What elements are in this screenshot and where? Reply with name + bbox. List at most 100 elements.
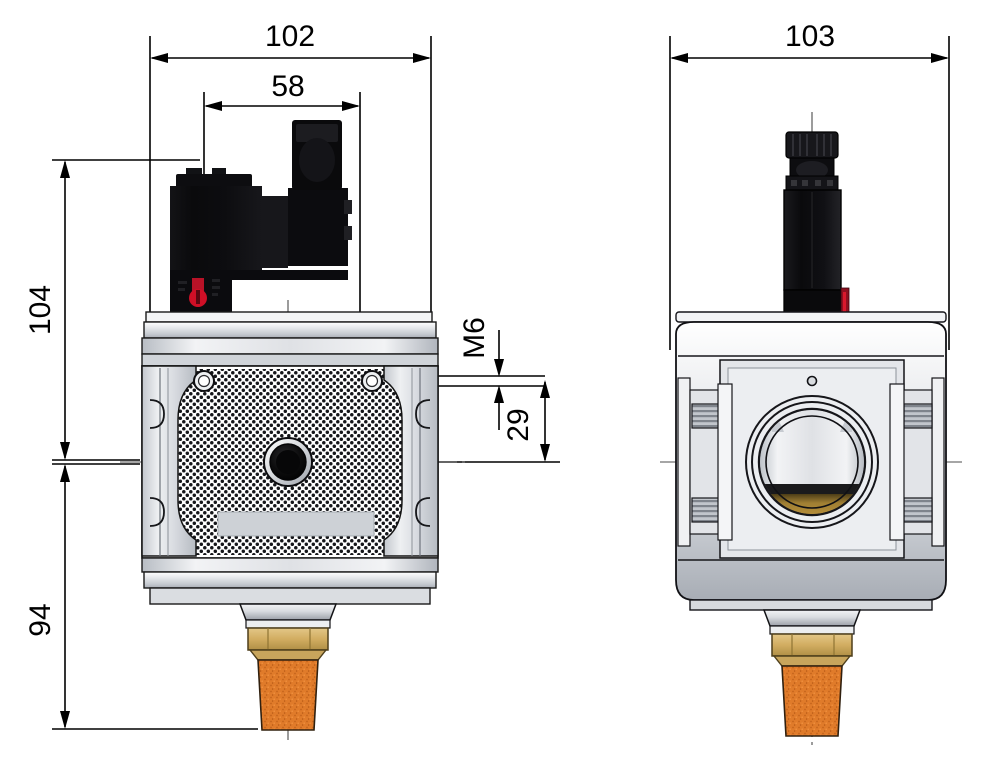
side-brass-taper <box>772 655 852 667</box>
mount-arc-bottom-left <box>149 497 165 527</box>
center-port-inner <box>276 450 300 474</box>
connector-neck-ellipse <box>796 161 828 179</box>
valve-body-front <box>141 311 439 605</box>
connector-assembly-side <box>783 131 850 323</box>
arrow-right-102 <box>413 53 431 63</box>
arrow-29-top <box>540 380 550 398</box>
brass-hex-nut <box>247 627 329 651</box>
left-outer-rail <box>677 377 691 547</box>
bolt-assembly-right <box>889 377 945 547</box>
side-top-plate <box>675 311 947 323</box>
mount-arc-top-right <box>415 399 431 429</box>
connector-tab-upper <box>344 200 352 214</box>
dimension-label-102: 102 <box>265 20 315 53</box>
arrow-left-102 <box>150 53 168 63</box>
knurl-lines <box>792 134 832 156</box>
connector-knurled-cap <box>785 131 839 159</box>
valve-body-side <box>675 311 947 611</box>
dimension-94 <box>52 463 258 730</box>
side-drain-collar <box>762 609 862 627</box>
center-port-front <box>263 437 313 487</box>
side-port-group <box>745 395 879 529</box>
arrow-bottom-94 <box>60 711 70 729</box>
side-view-group: 103 <box>660 20 965 745</box>
coil-marking-group <box>178 279 220 296</box>
face-bottom-strip <box>217 511 375 537</box>
dimension-label-m6: M6 <box>458 317 491 359</box>
arrow-right-58 <box>342 101 360 111</box>
dimension-102 <box>149 36 432 330</box>
coil-neck <box>262 196 288 268</box>
right-side-panel <box>383 365 439 557</box>
dimension-label-103: 103 <box>785 20 835 53</box>
coil-body <box>170 186 262 270</box>
right-outer-rail <box>931 377 945 547</box>
m6-hole-left-inner <box>197 374 211 388</box>
body-top-flange-3 <box>141 337 439 355</box>
body-bottom-flange-3 <box>149 587 431 605</box>
m6-hole-right-inner <box>365 374 379 388</box>
body-top-flange-2 <box>143 321 437 339</box>
arrow-top-94 <box>60 464 70 482</box>
port-ring-1 <box>745 395 879 529</box>
left-bolt-thread-top <box>691 403 721 429</box>
right-bolt-thread-top <box>903 403 933 429</box>
brass-taper <box>248 649 328 661</box>
coil-top-cap <box>176 174 252 188</box>
mount-arc-bottom-right <box>415 497 431 527</box>
dimension-label-58: 58 <box>271 70 304 103</box>
side-bottom-plate <box>689 599 933 611</box>
left-bolt-collar <box>717 383 733 541</box>
coil-top-nub-left <box>186 168 202 178</box>
solenoid-coil-assembly <box>170 120 352 312</box>
side-mount-arcs <box>149 399 431 527</box>
manual-override-red-top <box>192 278 204 292</box>
body-bottom-flange-1 <box>141 557 439 573</box>
indicator-red-core <box>843 292 846 312</box>
arrow-m6-top <box>494 359 504 377</box>
port-bore-edge <box>765 415 859 509</box>
side-filter-element <box>781 665 843 737</box>
side-brass-hex-nut <box>771 633 853 657</box>
dimension-104 <box>52 159 200 461</box>
mount-arc-top-left <box>149 399 165 429</box>
body-top-flange-1 <box>145 311 433 323</box>
side-top-hole <box>806 375 818 387</box>
arrow-left-103 <box>670 53 688 63</box>
connector-cap <box>296 124 338 142</box>
front-view-group: 102 58 104 94 <box>24 20 560 740</box>
dimension-label-94: 94 <box>24 603 57 636</box>
dimension-103 <box>669 36 950 350</box>
dimension-label-104: 104 <box>24 285 57 335</box>
drain-collar <box>238 603 338 621</box>
port-ring-2 <box>751 401 873 523</box>
arrow-right-103 <box>931 53 949 63</box>
coil-arm <box>288 188 348 266</box>
drain-assembly-front <box>238 603 338 731</box>
connector-tab-lower <box>344 226 352 240</box>
connector-highlight <box>299 138 335 182</box>
connector-band-marks <box>791 180 833 186</box>
m6-hole-group <box>193 370 383 392</box>
drain-collar-lip <box>245 619 331 629</box>
filter-element <box>257 659 319 731</box>
left-side-panel <box>141 365 197 557</box>
port-interior-band <box>760 484 864 494</box>
right-bolt-collar <box>889 383 905 541</box>
coil-base-shelf <box>232 270 348 280</box>
right-bolt-thread-bottom <box>903 497 933 523</box>
bolt-assembly-left <box>677 377 733 547</box>
drain-assembly-side <box>762 609 862 737</box>
arrow-left-58 <box>204 101 222 111</box>
body-bottom-flange-2 <box>143 571 437 589</box>
arrow-29-bottom <box>540 444 550 462</box>
body-top-flange-4 <box>141 353 439 367</box>
arrow-bottom-104 <box>60 442 70 460</box>
dimension-label-29: 29 <box>502 408 535 441</box>
manual-override-slot <box>196 290 200 304</box>
arrow-top-104 <box>60 160 70 178</box>
arrow-m6-bottom <box>494 385 504 403</box>
dimension-29 <box>438 380 560 463</box>
left-bolt-thread-bottom <box>691 497 721 523</box>
